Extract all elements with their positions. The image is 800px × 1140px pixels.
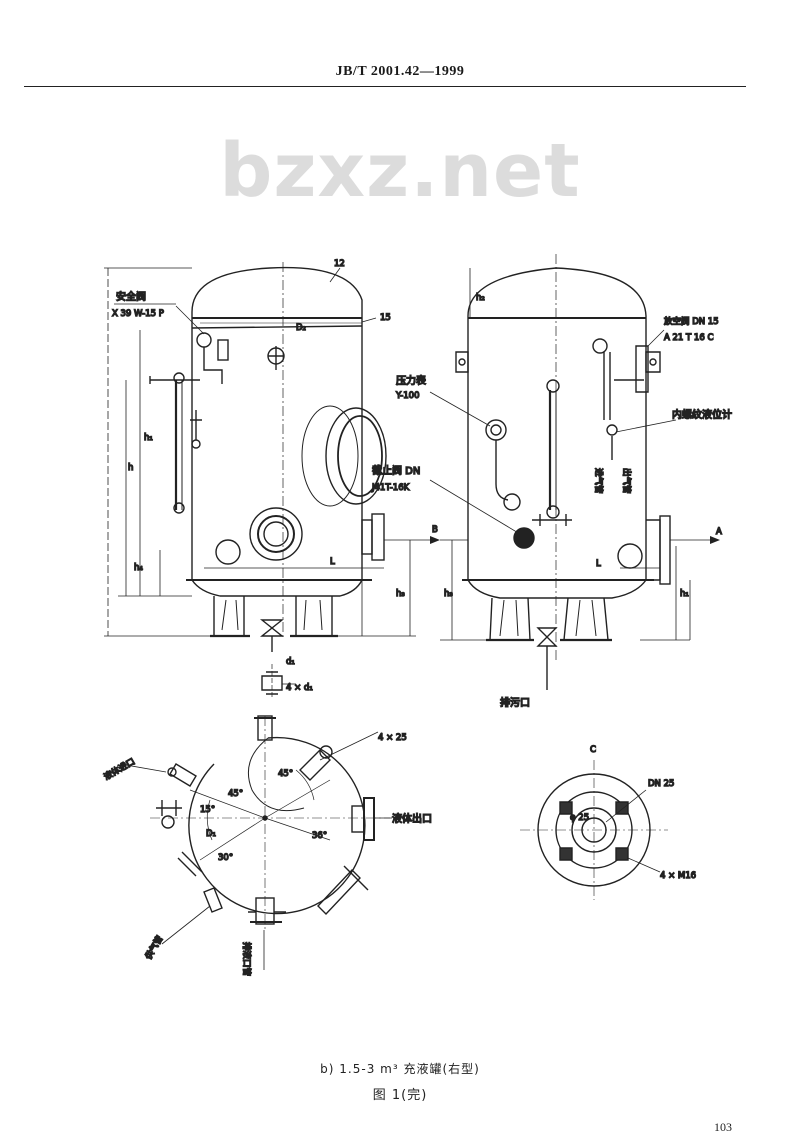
label-level-gauge: 内螺纹液位计 [672,408,732,421]
label-angle-45a: 45° [278,769,293,779]
right-drain-valve [536,627,558,647]
left-vessel-shell [191,266,363,581]
label-angle-15: 15° [200,805,215,815]
label-c-mark: C [590,745,596,755]
label-outlet: 出气管 [621,468,632,494]
flange-bolt-2 [615,801,629,815]
header-rule [24,86,746,87]
flange-bolt-1 [559,801,573,815]
pressure-gauge [485,419,507,441]
left-leg-1 [213,596,245,637]
watermark: bzxz.net [219,128,581,214]
label-h3-right: h₃ [444,589,453,599]
label-safety-valve: 安全阀 [116,290,146,303]
stop-valve [513,527,535,549]
label-bolts: 4 × M16 [660,871,696,881]
label-angle-36: 36° [312,831,327,841]
label-pressure-gauge: 压力表 [396,374,426,387]
label-inlet: 进气管 [593,468,604,494]
label-b: B [432,525,438,535]
label-drain: 排污口 [500,696,530,709]
label-pipe-bottom: 排液口管 [241,942,252,976]
label-d2: D₂ [296,323,306,333]
label-circle-small: φ 25 [570,813,589,823]
label-pressure-gauge-model: Y-100 [395,391,419,401]
label-stop-valve-model: J41T-16K [371,483,410,493]
label-h: h [128,463,133,473]
label-l-left: L [330,557,335,567]
label-pcd: DN 25 [648,779,674,789]
label-gas-outlet: 供气管 [143,934,165,962]
label-h3: h₃ [396,589,405,599]
left-nozzle-flange [249,507,303,561]
page-number: 103 [714,1120,732,1134]
label-liquid-outlet: 液体出口 [392,812,432,825]
label-safety-valve-model: X 39 W-15 P [112,309,164,319]
left-leg-2 [295,596,333,637]
label-bolt-holes: 4 × d₁ [286,683,313,693]
label-h1-right: h₁ [680,589,689,599]
label-dh: D₁ [206,829,216,839]
standard-number-header: JB/T 2001.42—1999 [335,64,465,79]
flange-detail-view [520,760,668,900]
label-vent-valve-model: A 21 T 16 C [664,333,713,343]
label-h1: h₁ [144,433,153,443]
left-manhole [325,407,387,505]
label-angle-45b: 45° [228,789,243,799]
left-drain-valve [260,619,284,637]
figure-caption-subtitle: b) 1.5-3 m³ 充液罐(右型) [320,1062,480,1076]
label-stop-valve: 截止阀 DN [372,464,420,477]
flange-bolt-3 [559,847,573,861]
label-15: 15 [380,313,391,323]
label-a: A [716,527,722,537]
right-elevation-view [429,254,720,690]
label-d1: d₁ [286,657,295,667]
label-l-right: L [596,559,601,569]
left-elevation-view [104,262,440,652]
flange-bolt-4 [615,847,629,861]
figure-caption-title: 图 1(完) [372,1088,428,1103]
label-h2-right: h₂ [476,293,485,303]
label-angle-30: 30° [218,853,233,863]
plan-view [119,715,392,970]
flange-outer-circle [537,773,651,887]
plan-vessel-circle [188,736,366,915]
label-liquid-inlet: 液体进口 [102,756,137,783]
label-holes-top: 4 × 25 [378,733,407,743]
foot-detail [261,664,296,698]
label-h4: h₄ [134,563,143,573]
label-vent-valve: 放空阀 DN 15 [664,316,719,327]
right-vessel-shell [467,267,647,581]
label-12: 12 [334,259,345,269]
